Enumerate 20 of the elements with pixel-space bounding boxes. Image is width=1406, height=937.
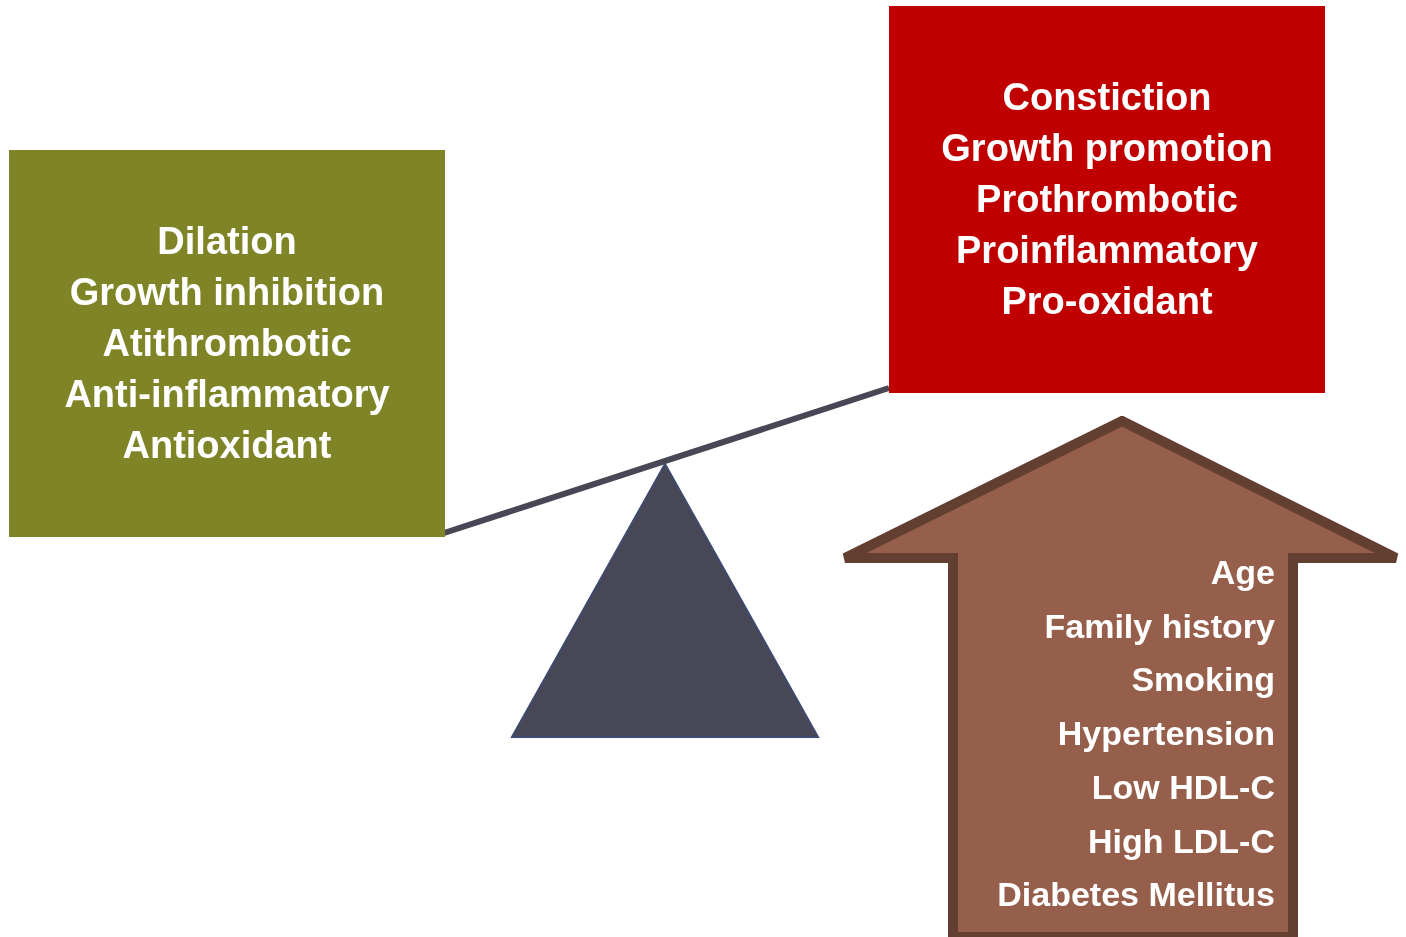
fulcrum-triangle [510, 462, 820, 738]
node-text: Family history [1044, 605, 1275, 647]
node-text: Dilation [157, 219, 297, 264]
effect-box [889, 6, 1325, 393]
node-text: Atithrombotic [102, 321, 352, 366]
node-text: Prothrombotic [976, 177, 1238, 222]
node-text: Hypertension [1057, 713, 1275, 755]
node-text: Diabetes Mellitus [997, 874, 1275, 916]
effect-box [9, 150, 445, 537]
node-text: Growth inhibition [69, 270, 385, 315]
node-text: High LDL-C [1088, 820, 1275, 862]
node-text: Anti-inflammatory [64, 372, 390, 417]
node-text: Smoking [1131, 659, 1275, 701]
node-text: Pro-oxidant [1001, 279, 1213, 324]
node-text: Low HDL-C [1091, 766, 1275, 808]
node-text: Age [1210, 552, 1275, 593]
node-text: Growth promotion [941, 126, 1273, 171]
node-text: Antioxidant [122, 423, 332, 468]
node-text: Proinflammatory [956, 228, 1258, 273]
node-text: Constiction [1002, 75, 1212, 120]
